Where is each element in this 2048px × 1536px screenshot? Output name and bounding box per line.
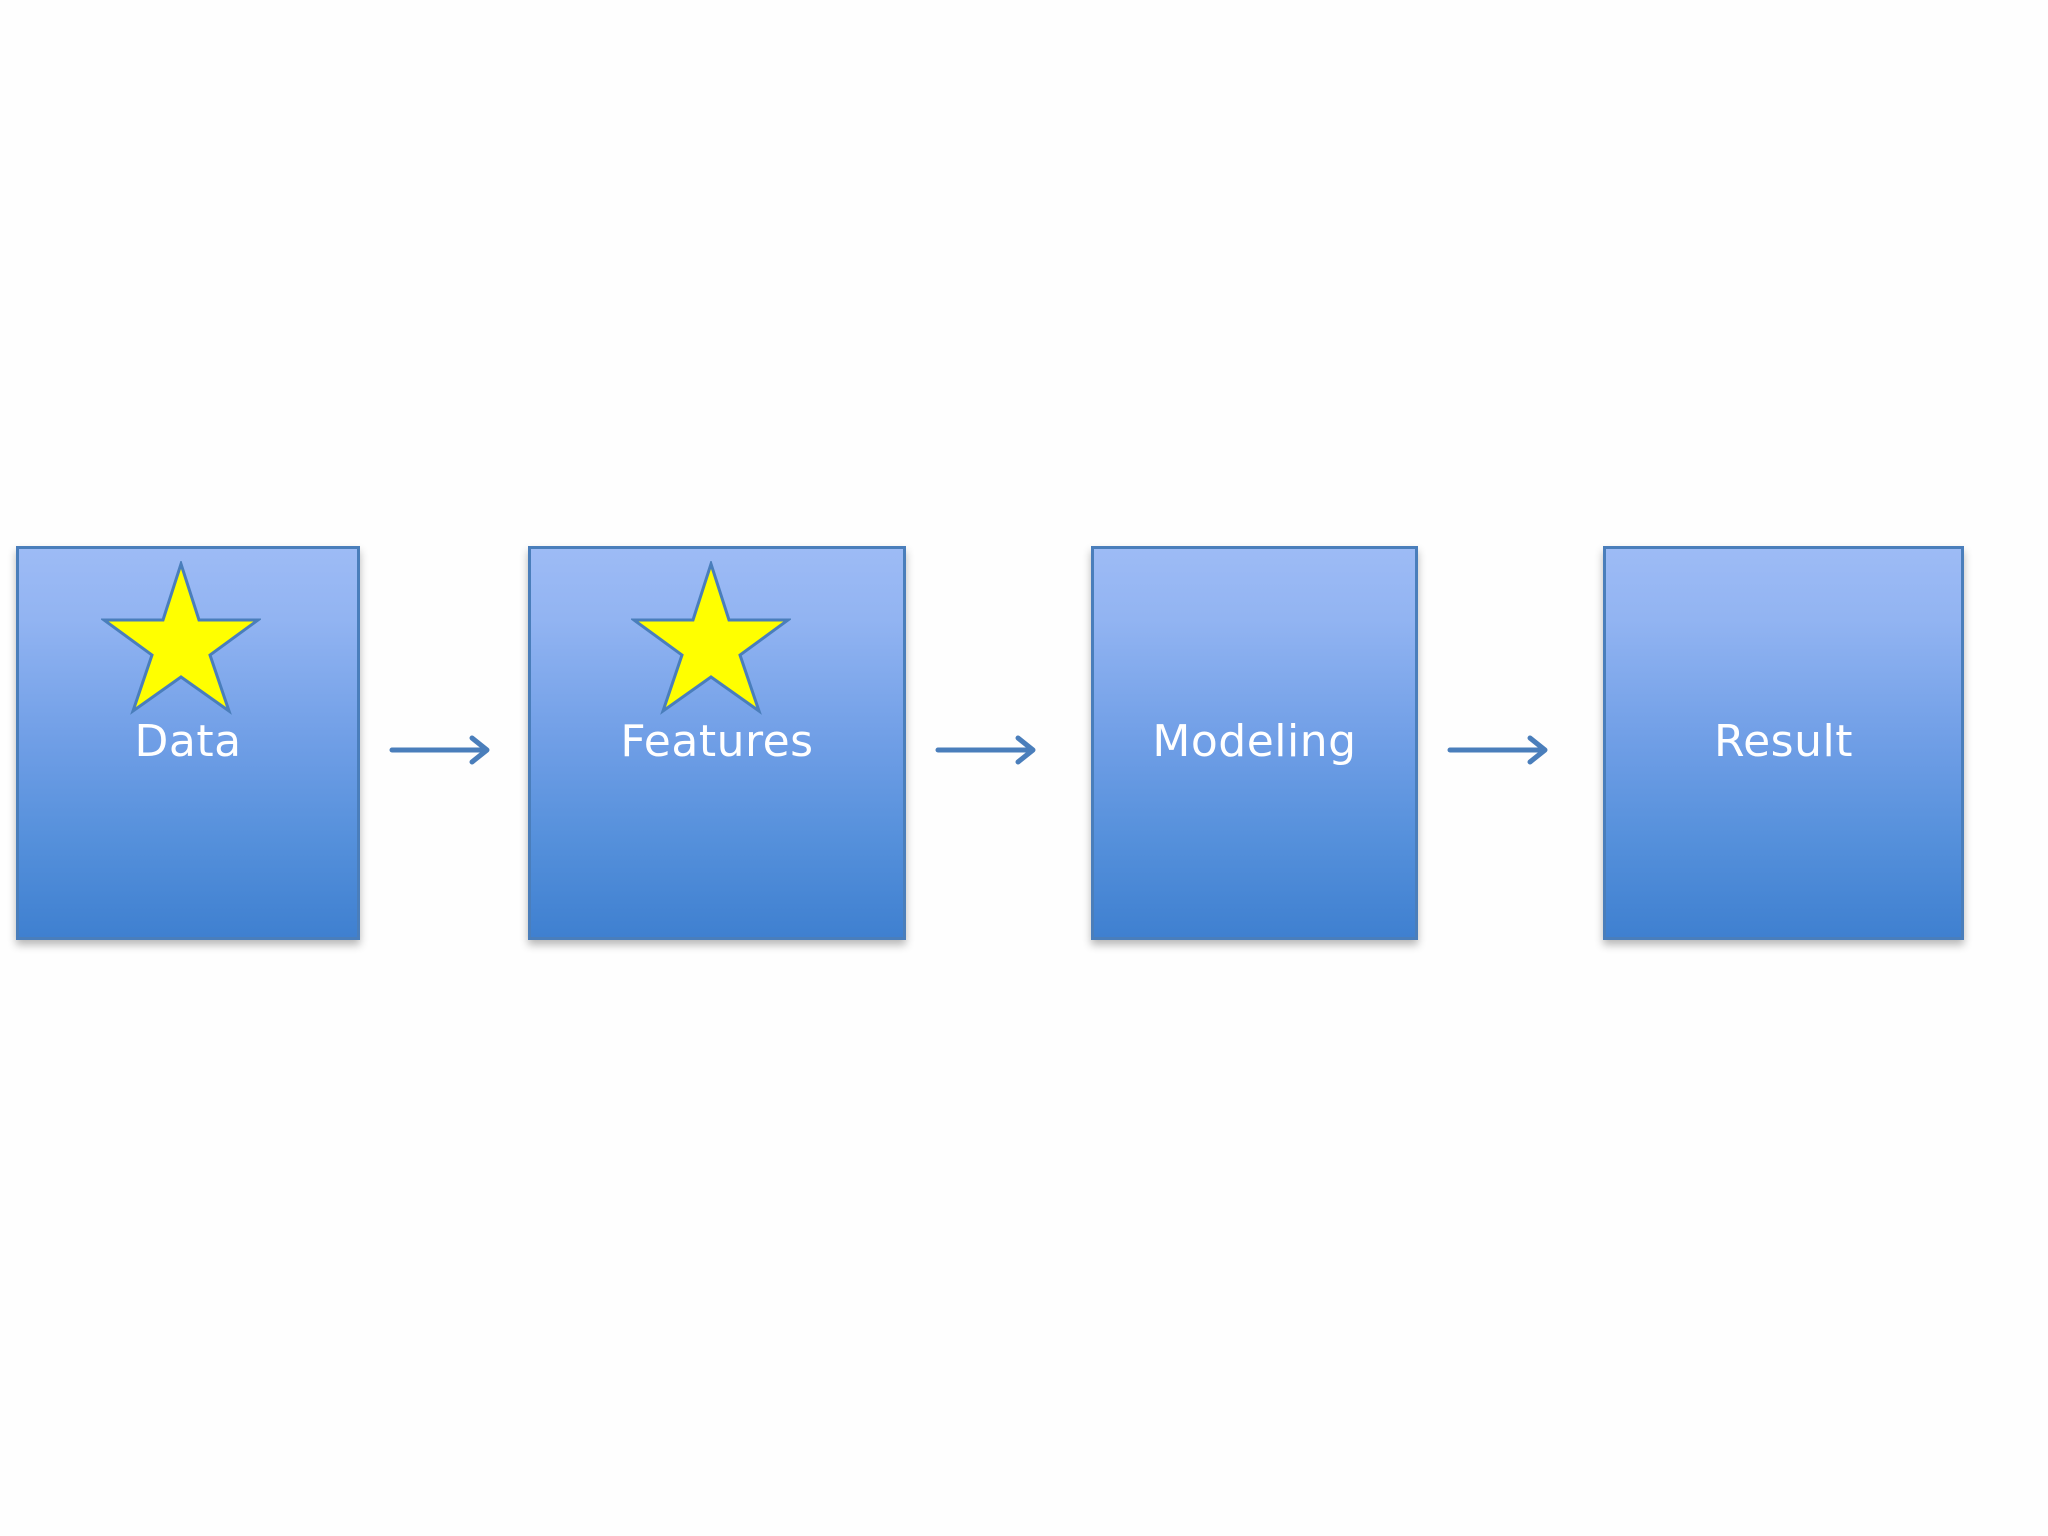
step-box-features: Features xyxy=(528,546,906,940)
arrow-right-icon xyxy=(935,735,1036,765)
arrow-right-icon xyxy=(389,735,490,765)
step-box-data: Data xyxy=(16,546,360,940)
arrow-right-icon xyxy=(1447,735,1548,765)
step-label-result: Result xyxy=(1714,716,1853,767)
step-box-modeling: Modeling xyxy=(1091,546,1418,940)
star-icon xyxy=(631,561,791,715)
step-label-features: Features xyxy=(620,716,814,767)
step-box-result: Result xyxy=(1603,546,1964,940)
step-label-data: Data xyxy=(134,716,242,767)
step-label-modeling: Modeling xyxy=(1152,716,1357,767)
star-icon xyxy=(101,561,261,715)
